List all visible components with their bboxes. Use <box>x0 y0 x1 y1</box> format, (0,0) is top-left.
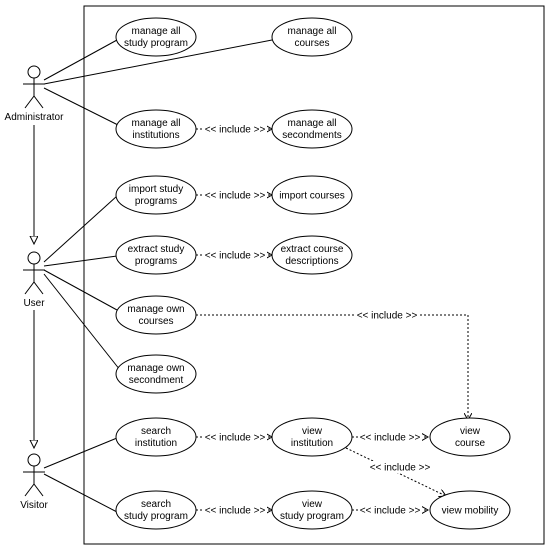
include-label: << include >> <box>205 191 266 202</box>
include-label: << include >> <box>360 433 421 444</box>
use-case-label: view mobility <box>442 506 499 517</box>
use-case-label: courses <box>294 38 329 49</box>
include-label: << include >> <box>205 433 266 444</box>
use-case-label: manage all <box>132 118 181 129</box>
use-case-label: view <box>302 426 323 437</box>
use-case-label: courses <box>138 316 173 327</box>
use-case-extract-study-programs[interactable]: extract study programs <box>115 235 197 275</box>
use-case-label: import study <box>129 184 183 195</box>
use-case-manage-all-study-program[interactable]: manage all study program <box>115 17 197 57</box>
actor-user[interactable]: User <box>23 251 45 309</box>
use-case-label: import courses <box>279 191 345 202</box>
use-case-view-mobility[interactable]: view mobility <box>429 490 511 530</box>
actor-label: Visitor <box>20 500 48 511</box>
use-case-import-study-programs[interactable]: import study programs <box>115 175 197 215</box>
use-case-view-study-program[interactable]: view study program <box>271 490 353 530</box>
use-case-label: descriptions <box>285 256 338 267</box>
use-case-label: course <box>455 438 485 449</box>
use-case-extract-course-descriptions[interactable]: extract course descriptions <box>271 235 353 275</box>
use-case-manage-all-institutions[interactable]: manage all institutions <box>115 109 197 149</box>
use-case-label: study program <box>280 511 344 522</box>
use-case-import-courses[interactable]: import courses <box>271 175 353 215</box>
use-case-manage-all-courses[interactable]: manage all courses <box>271 17 353 57</box>
use-case-label: secondments <box>282 130 341 141</box>
use-case-view-institution[interactable]: view institution <box>271 417 353 457</box>
use-case-label: study program <box>124 38 188 49</box>
include-label: << include >> <box>205 125 266 136</box>
use-case-manage-own-courses[interactable]: manage own courses <box>115 295 197 335</box>
use-case-label: institutions <box>132 130 179 141</box>
actor-label: Administrator <box>5 112 65 123</box>
use-case-label: manage own <box>127 304 184 315</box>
include-label: << include >> <box>357 311 418 322</box>
use-case-label: institution <box>291 438 333 449</box>
include-label: << include >> <box>360 506 421 517</box>
system-boundary <box>83 5 545 545</box>
use-case-manage-own-secondment[interactable]: manage own secondment <box>115 354 197 394</box>
use-case-label: view <box>460 426 481 437</box>
include-label: << include >> <box>205 251 266 262</box>
include-label: << include >> <box>205 506 266 517</box>
use-case-label: manage all <box>288 118 337 129</box>
use-case-label: extract study <box>128 244 185 255</box>
include-labels: << include >> << include >> << include >… <box>203 123 432 517</box>
use-case-view-course[interactable]: view course <box>429 417 511 457</box>
actor-label: User <box>23 298 45 309</box>
actor-visitor[interactable]: Visitor <box>20 453 48 511</box>
use-case-search-study-program[interactable]: search study program <box>115 490 197 530</box>
use-case-search-institution[interactable]: search institution <box>115 417 197 457</box>
include-label: << include >> <box>370 463 431 474</box>
use-case-label: search <box>141 426 171 437</box>
use-case-label: institution <box>135 438 177 449</box>
use-case-label: secondment <box>129 375 184 386</box>
use-case-label: manage own <box>127 363 184 374</box>
use-case-label: extract course <box>281 244 344 255</box>
use-case-label: study program <box>124 511 188 522</box>
use-case-label: manage all <box>288 26 337 37</box>
use-case-manage-all-secondments[interactable]: manage all secondments <box>271 109 353 149</box>
use-case-label: manage all <box>132 26 181 37</box>
use-case-label: search <box>141 499 171 510</box>
use-case-label: view <box>302 499 323 510</box>
actor-administrator[interactable]: Administrator <box>5 65 65 123</box>
use-case-label: programs <box>135 196 177 207</box>
use-case-label: programs <box>135 256 177 267</box>
associations <box>43 39 273 513</box>
